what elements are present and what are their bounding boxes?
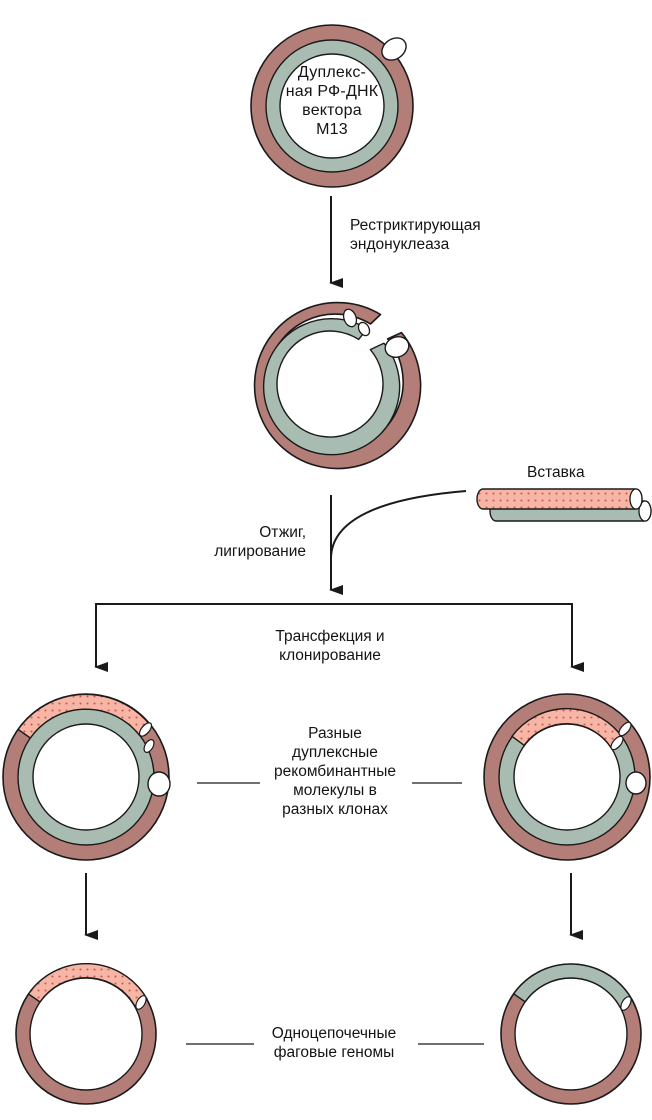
single-strand-right xyxy=(501,964,641,1104)
restriction-label: Рестриктирующая эндонуклеаза xyxy=(350,216,481,254)
recombinants-label: Разные дуплексные рекомбинантные молекул… xyxy=(245,724,425,819)
annealing-label: Отжиг, лигирование xyxy=(196,523,306,561)
recombinant-left xyxy=(3,694,170,860)
insert-label: Вставка xyxy=(527,463,585,482)
insert-fragment xyxy=(477,489,651,521)
cut-vector-circle xyxy=(255,303,421,469)
single-strand-left xyxy=(16,964,156,1104)
recombinant-right xyxy=(484,694,650,860)
insert-joining-curve xyxy=(331,491,466,560)
transfection-label: Трансфекция и клонирование xyxy=(240,627,420,665)
vector-label: Дуплекс- ная РФ-ДНК вектора М13 xyxy=(276,63,388,139)
single-strand-label: Одноцепочечные фаговые геномы xyxy=(236,1024,432,1062)
